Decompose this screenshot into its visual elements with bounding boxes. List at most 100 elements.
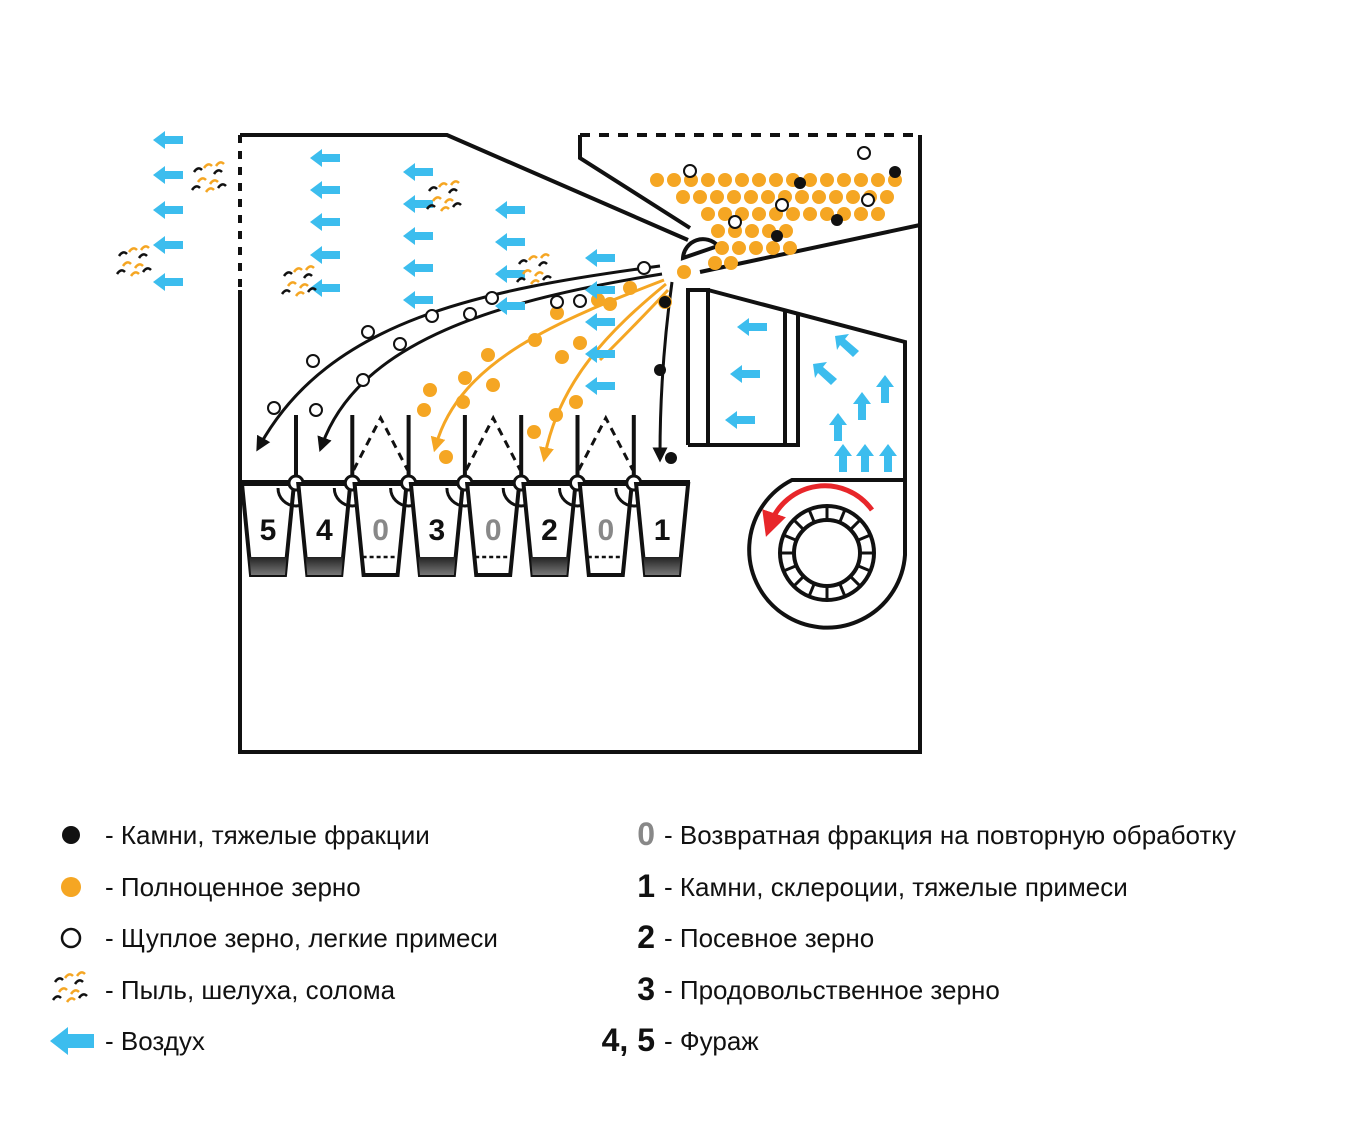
air-arrow-icon bbox=[737, 318, 767, 336]
legend-number: 2 bbox=[637, 919, 655, 955]
grain-dot bbox=[820, 173, 834, 187]
bin-label: 2 bbox=[541, 514, 558, 547]
grain-dot bbox=[871, 207, 885, 221]
bin-label: 0 bbox=[485, 514, 502, 547]
air-arrow-icon bbox=[585, 249, 615, 267]
bin-label: 3 bbox=[429, 514, 446, 547]
air-arrow-icon bbox=[495, 265, 525, 283]
air-arrow-icon bbox=[879, 444, 897, 472]
light-impurity-dot bbox=[463, 307, 477, 321]
air-arrow-icon bbox=[153, 236, 183, 254]
grain-dot bbox=[718, 207, 732, 221]
grain-dot bbox=[715, 241, 729, 255]
air-arrow-icon bbox=[403, 291, 433, 309]
white-dot-icon bbox=[60, 927, 82, 949]
grain-dot bbox=[727, 190, 741, 204]
bin-3: 3 bbox=[408, 482, 466, 577]
bin-label: 0 bbox=[372, 514, 389, 547]
stone-dot bbox=[654, 364, 666, 376]
grain-dot bbox=[650, 173, 664, 187]
legend-number: 3 bbox=[637, 971, 655, 1007]
bin-fill bbox=[643, 557, 681, 575]
fan bbox=[747, 478, 907, 630]
dust-icon bbox=[190, 161, 227, 193]
light-impurity-dot bbox=[485, 291, 499, 305]
grain-dot bbox=[812, 190, 826, 204]
light-impurity-dot bbox=[775, 198, 789, 212]
grain-dot bbox=[693, 190, 707, 204]
dust-icon bbox=[51, 971, 88, 1003]
air-arrow-icon bbox=[495, 233, 525, 251]
air-arrow-icon bbox=[585, 345, 615, 363]
air-arrow-icon bbox=[829, 413, 847, 441]
orange-dot-icon bbox=[61, 877, 81, 897]
bin-fill bbox=[305, 557, 343, 575]
bin-1: 1 bbox=[633, 482, 691, 577]
grain-dot bbox=[829, 190, 843, 204]
grain-dot bbox=[732, 241, 746, 255]
air-arrow-icon bbox=[585, 377, 615, 395]
legend-text: - Посевное зерно bbox=[664, 923, 874, 953]
air-arrow-icon bbox=[403, 227, 433, 245]
return-flap bbox=[577, 414, 635, 471]
grain-dot bbox=[783, 241, 797, 255]
light-impurity-dot bbox=[683, 164, 697, 178]
grain-dot bbox=[456, 395, 470, 409]
light-impurity-dot bbox=[573, 294, 587, 308]
air-arrow-icon bbox=[876, 375, 894, 403]
light-impurity-dot bbox=[267, 401, 281, 415]
grain-dot bbox=[752, 173, 766, 187]
legend-number: 4, 5 bbox=[602, 1022, 655, 1058]
bin-label: 1 bbox=[654, 514, 671, 547]
grain-dot bbox=[766, 241, 780, 255]
dust-icon bbox=[51, 971, 88, 1003]
legend-text: - Возвратная фракция на повторную обрабо… bbox=[664, 820, 1236, 850]
grain-dot bbox=[803, 207, 817, 221]
grain-dot bbox=[701, 173, 715, 187]
legend-text: - Щуплое зерно, легкие примеси bbox=[105, 923, 498, 953]
light-impurity-dot bbox=[393, 337, 407, 351]
dust-icon bbox=[425, 180, 462, 212]
machine-housing bbox=[238, 133, 922, 754]
black-dot-icon bbox=[62, 826, 80, 844]
grain-dot bbox=[667, 173, 681, 187]
fan-blade bbox=[807, 509, 816, 524]
stone-dot bbox=[659, 296, 671, 308]
grain-dot bbox=[573, 336, 587, 350]
grain-dot bbox=[458, 371, 472, 385]
grain-dot bbox=[880, 190, 894, 204]
grain-dot bbox=[701, 207, 715, 221]
air-arrow-icon bbox=[153, 201, 183, 219]
legend-number: 1 bbox=[637, 868, 655, 904]
grain-dot bbox=[555, 350, 569, 364]
fan-blade bbox=[849, 518, 862, 531]
air-arrow-icon bbox=[495, 297, 525, 315]
air-arrow-icon bbox=[310, 149, 340, 167]
grain-dot bbox=[550, 306, 564, 320]
air-arrow-icon bbox=[50, 1027, 94, 1055]
grain-dot bbox=[569, 395, 583, 409]
light-impurity-dot bbox=[306, 354, 320, 368]
bin-label: 4 bbox=[316, 514, 333, 547]
fan-rotation-arrow bbox=[762, 483, 875, 537]
air-arrow-icon bbox=[310, 246, 340, 264]
air-arrow-icon bbox=[835, 334, 859, 357]
grain-dot bbox=[603, 297, 617, 311]
fan-blade bbox=[792, 575, 805, 588]
grain-dot bbox=[846, 190, 860, 204]
grain-dot bbox=[417, 403, 431, 417]
air-arrow-icon bbox=[310, 279, 340, 297]
grain-dot bbox=[439, 450, 453, 464]
grain-dot bbox=[820, 207, 834, 221]
grain-dot bbox=[795, 190, 809, 204]
grain-dot bbox=[423, 383, 437, 397]
bin-4: 4 bbox=[296, 482, 353, 577]
light-impurity-dot bbox=[728, 215, 742, 229]
feed-valve bbox=[680, 237, 722, 261]
light-impurity-dot bbox=[361, 325, 375, 339]
grain-dot bbox=[527, 425, 541, 439]
air-arrow-icon bbox=[153, 273, 183, 291]
light-impurity-dot bbox=[637, 261, 651, 275]
legend-text: - Камни, тяжелые фракции bbox=[105, 820, 430, 850]
light-impurity-dot bbox=[550, 295, 564, 309]
